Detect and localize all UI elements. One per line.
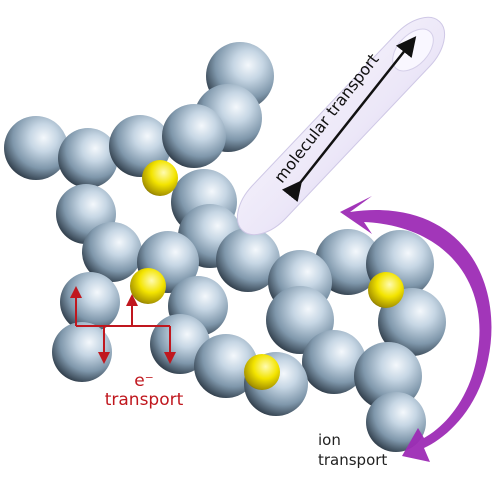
sphere-icon: [52, 322, 112, 382]
electron-transport-arrows: [70, 286, 176, 364]
electron-symbol: e⁻: [134, 371, 154, 391]
sphere-icon: [162, 104, 226, 168]
dopant-sphere-icon: [244, 354, 280, 390]
ion-transport-label: ion transport: [318, 430, 387, 470]
sphere-icon: [4, 116, 68, 180]
ion-transport-word: transport: [318, 451, 388, 469]
dopant-sphere-icon: [130, 268, 166, 304]
ion-word: ion: [318, 431, 341, 449]
double-arrow-icon: [281, 36, 417, 203]
molecular-transport-cylinder: molecular transport: [236, 16, 446, 236]
electron-transport-label: e⁻ transport: [84, 372, 204, 410]
sphere-icon: [302, 330, 366, 394]
sphere-icon: [60, 272, 120, 332]
dopant-sphere-icon: [368, 272, 404, 308]
electron-word: transport: [104, 390, 184, 410]
sphere-icon: [354, 342, 422, 410]
sphere-icon: [194, 334, 258, 398]
sphere-icon: [82, 222, 142, 282]
sphere-icon: [216, 228, 280, 292]
polymer-chain: [4, 42, 446, 452]
dopant-sphere-icon: [142, 160, 178, 196]
sphere-icon: [58, 128, 118, 188]
sphere-icon: [366, 392, 426, 452]
